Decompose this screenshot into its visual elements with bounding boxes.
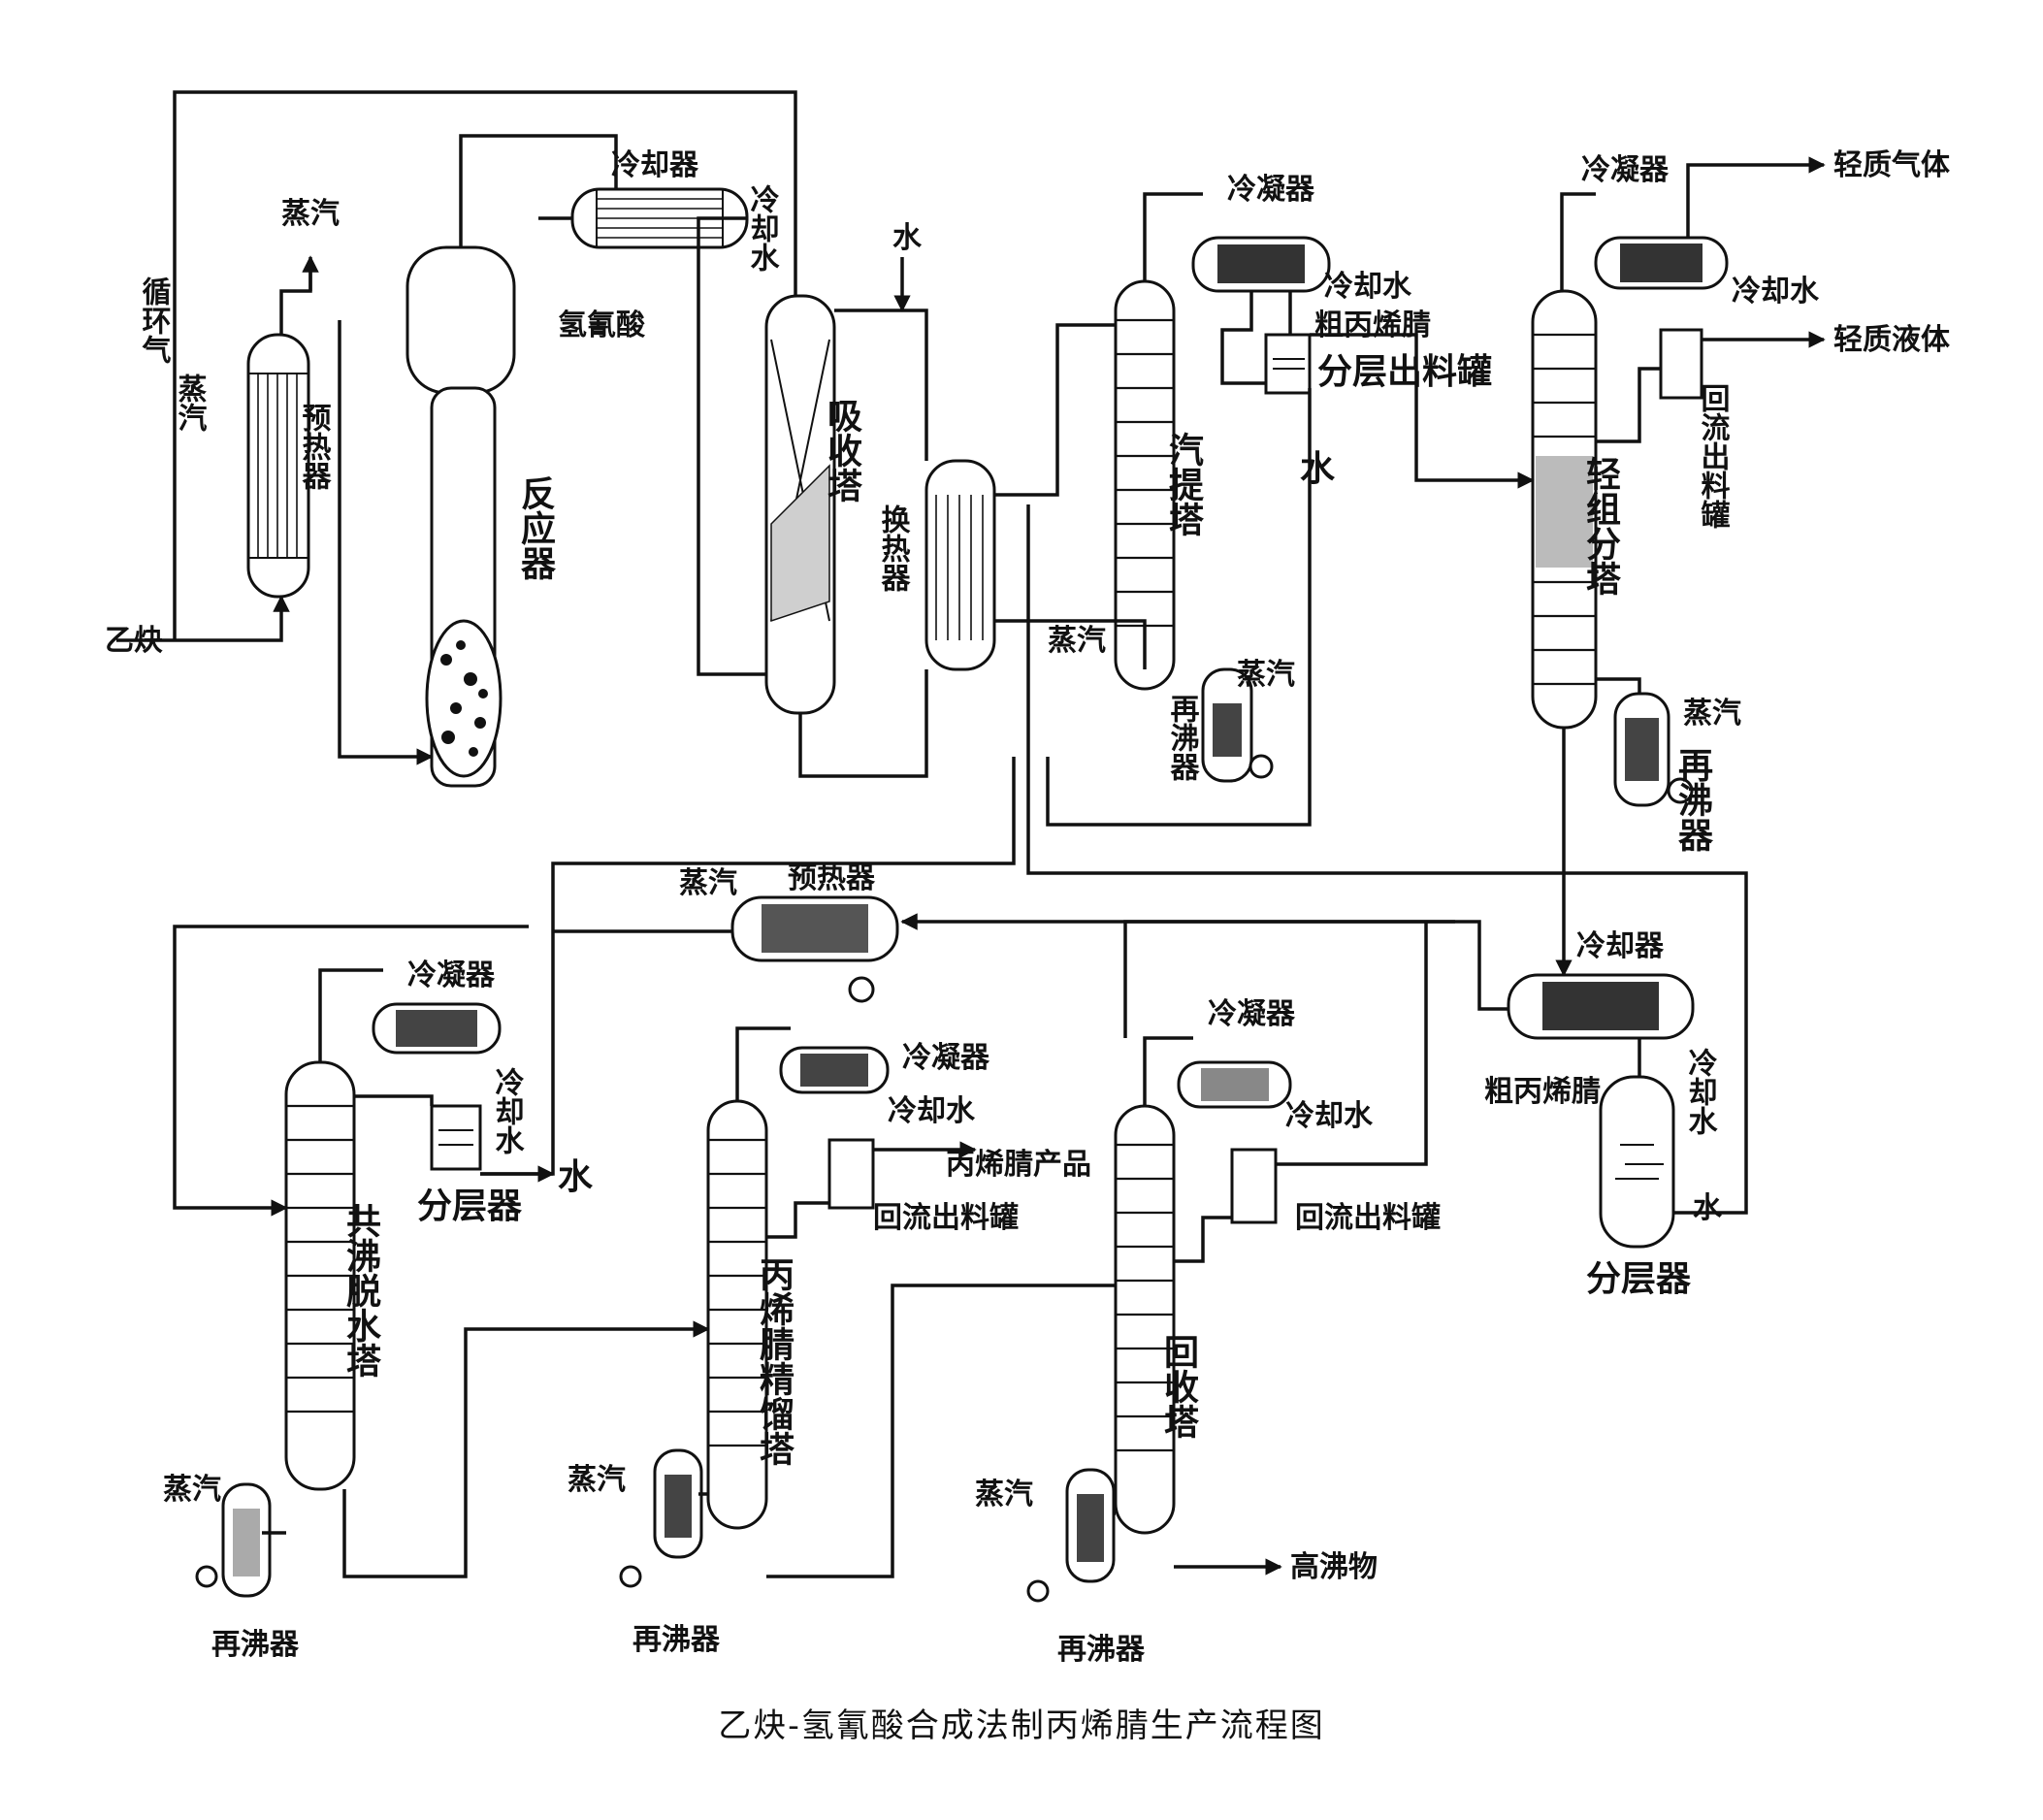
heat-exchanger [924,459,996,671]
label-acetylene: 乙炔 [105,624,163,658]
label-preheater-middle: 预热器 [788,861,876,895]
stripper-column [1114,279,1176,691]
label-reboiler-recovery: 再沸器 [1057,1633,1146,1667]
label-reboiler-an: 再沸器 [632,1623,721,1657]
label-water-separator: 水 [1693,1191,1723,1225]
label-stripper-condenser: 冷凝器 [1227,173,1315,207]
label-recovery-cooling-water: 冷却水 [1285,1099,1374,1133]
label-stripper: 汽提塔 [1163,432,1204,536]
acrylonitrile-condenser [779,1046,890,1094]
label-azeotropic-column: 共沸脱水塔 [340,1203,381,1378]
stripper-reboiler [1201,667,1274,783]
lights-reboiler [1613,692,1694,807]
recovery-reboiler [1026,1468,1116,1603]
label-an-column: 丙烯腈精馏塔 [754,1256,794,1466]
diagram-title: 乙炔-氢氰酸合成法制丙烯腈生产流程图 [718,1706,1325,1745]
label-steam-an: 蒸汽 [568,1463,626,1497]
label-steam-preheater-side: 蒸汽 [173,374,208,432]
label-an-reflux-tank: 回流出料罐 [873,1201,1019,1235]
label-steam-recovery: 蒸汽 [975,1478,1033,1511]
label-reboiler-azeo: 再沸器 [211,1628,300,1662]
recovery-column [1114,1104,1176,1535]
label-lights-column: 轻组分塔 [1580,456,1621,596]
label-layer-tank: 分层出料罐 [1317,351,1492,392]
label-azeo-condenser: 冷凝器 [407,959,496,992]
label-lights-reflux-tank: 回流出料罐 [1696,383,1731,529]
label-recycle-gas: 循环气 [137,276,172,364]
label-lights-condenser: 冷凝器 [1581,153,1670,187]
label-reboiler-stripper: 再沸器 [1165,694,1201,781]
label-steam-preheater-top: 蒸汽 [281,197,340,231]
acrylonitrile-column [706,1099,768,1530]
label-steam-reboiler-stripper: 蒸汽 [1237,658,1295,692]
label-water-absorber: 水 [892,221,923,255]
label-separator-bottom: 分层器 [1586,1258,1692,1299]
label-water-azeo: 水 [558,1156,594,1197]
label-azeo-cooling-water: 冷却水 [490,1067,525,1154]
label-steam-preheater-middle: 蒸汽 [679,866,737,900]
lights-reflux-tank [1659,328,1703,400]
absorber-column [764,294,836,715]
layer-tank [1264,333,1312,395]
preheater-top [246,333,310,599]
label-steam-lights: 蒸汽 [1683,697,1741,731]
label-an-condenser: 冷凝器 [902,1041,990,1075]
reactor-vessel [405,245,516,788]
cooler-bottom [1507,973,1695,1040]
label-lights-cooling-water: 冷却水 [1732,275,1820,309]
label-crude-an-bottom: 粗丙烯腈 [1484,1075,1601,1109]
label-crude-an-top: 粗丙烯腈 [1314,309,1431,342]
stripper-condenser [1191,236,1331,293]
label-absorber: 吸收塔 [822,398,862,503]
acrylonitrile-reboiler [619,1448,703,1588]
lights-column [1531,289,1598,730]
azeotropic-condenser [372,1002,502,1055]
label-stripper-cooling-water: 冷却水 [1324,270,1412,304]
label-water-stripper: 水 [1300,448,1336,489]
azeotropic-separator [430,1104,482,1171]
label-light-liquid: 轻质液体 [1833,323,1951,357]
label-an-cooling-water: 冷却水 [888,1094,976,1128]
label-cooling-water-top: 冷却水 [745,184,780,272]
acrylonitrile-reflux-tank [827,1138,875,1210]
label-azeo-separator: 分层器 [417,1186,523,1226]
recovery-condenser [1177,1060,1292,1109]
azeotropic-column [284,1060,356,1491]
label-heat-exchanger: 换热器 [876,504,912,592]
label-cooler-top: 冷却器 [611,148,699,182]
label-preheater-top: 预热器 [297,403,333,490]
label-recovery-column: 回收塔 [1158,1334,1199,1439]
label-reactor: 反应器 [515,475,556,580]
label-reboiler-lights: 再沸器 [1672,747,1713,852]
label-an-product: 丙烯腈产品 [946,1148,1091,1182]
label-steam-stripper: 蒸汽 [1048,624,1106,658]
label-steam-azeo: 蒸汽 [163,1473,221,1507]
azeotropic-reboiler [195,1482,272,1598]
label-light-gas: 轻质气体 [1833,148,1951,182]
label-recovery-reflux-tank: 回流出料罐 [1295,1201,1441,1235]
lights-condenser [1594,236,1729,290]
label-heavies: 高沸物 [1290,1550,1378,1584]
recovery-reflux-tank [1230,1148,1278,1224]
label-hcn: 氢氰酸 [558,309,646,342]
preheater-middle [730,895,899,1003]
label-recovery-condenser: 冷凝器 [1208,997,1296,1031]
label-cooler-bottom: 冷却器 [1576,929,1665,963]
separator-vessel [1599,1075,1675,1249]
label-cooling-water-bottom: 冷却水 [1683,1048,1718,1135]
piping [116,90,1826,1578]
